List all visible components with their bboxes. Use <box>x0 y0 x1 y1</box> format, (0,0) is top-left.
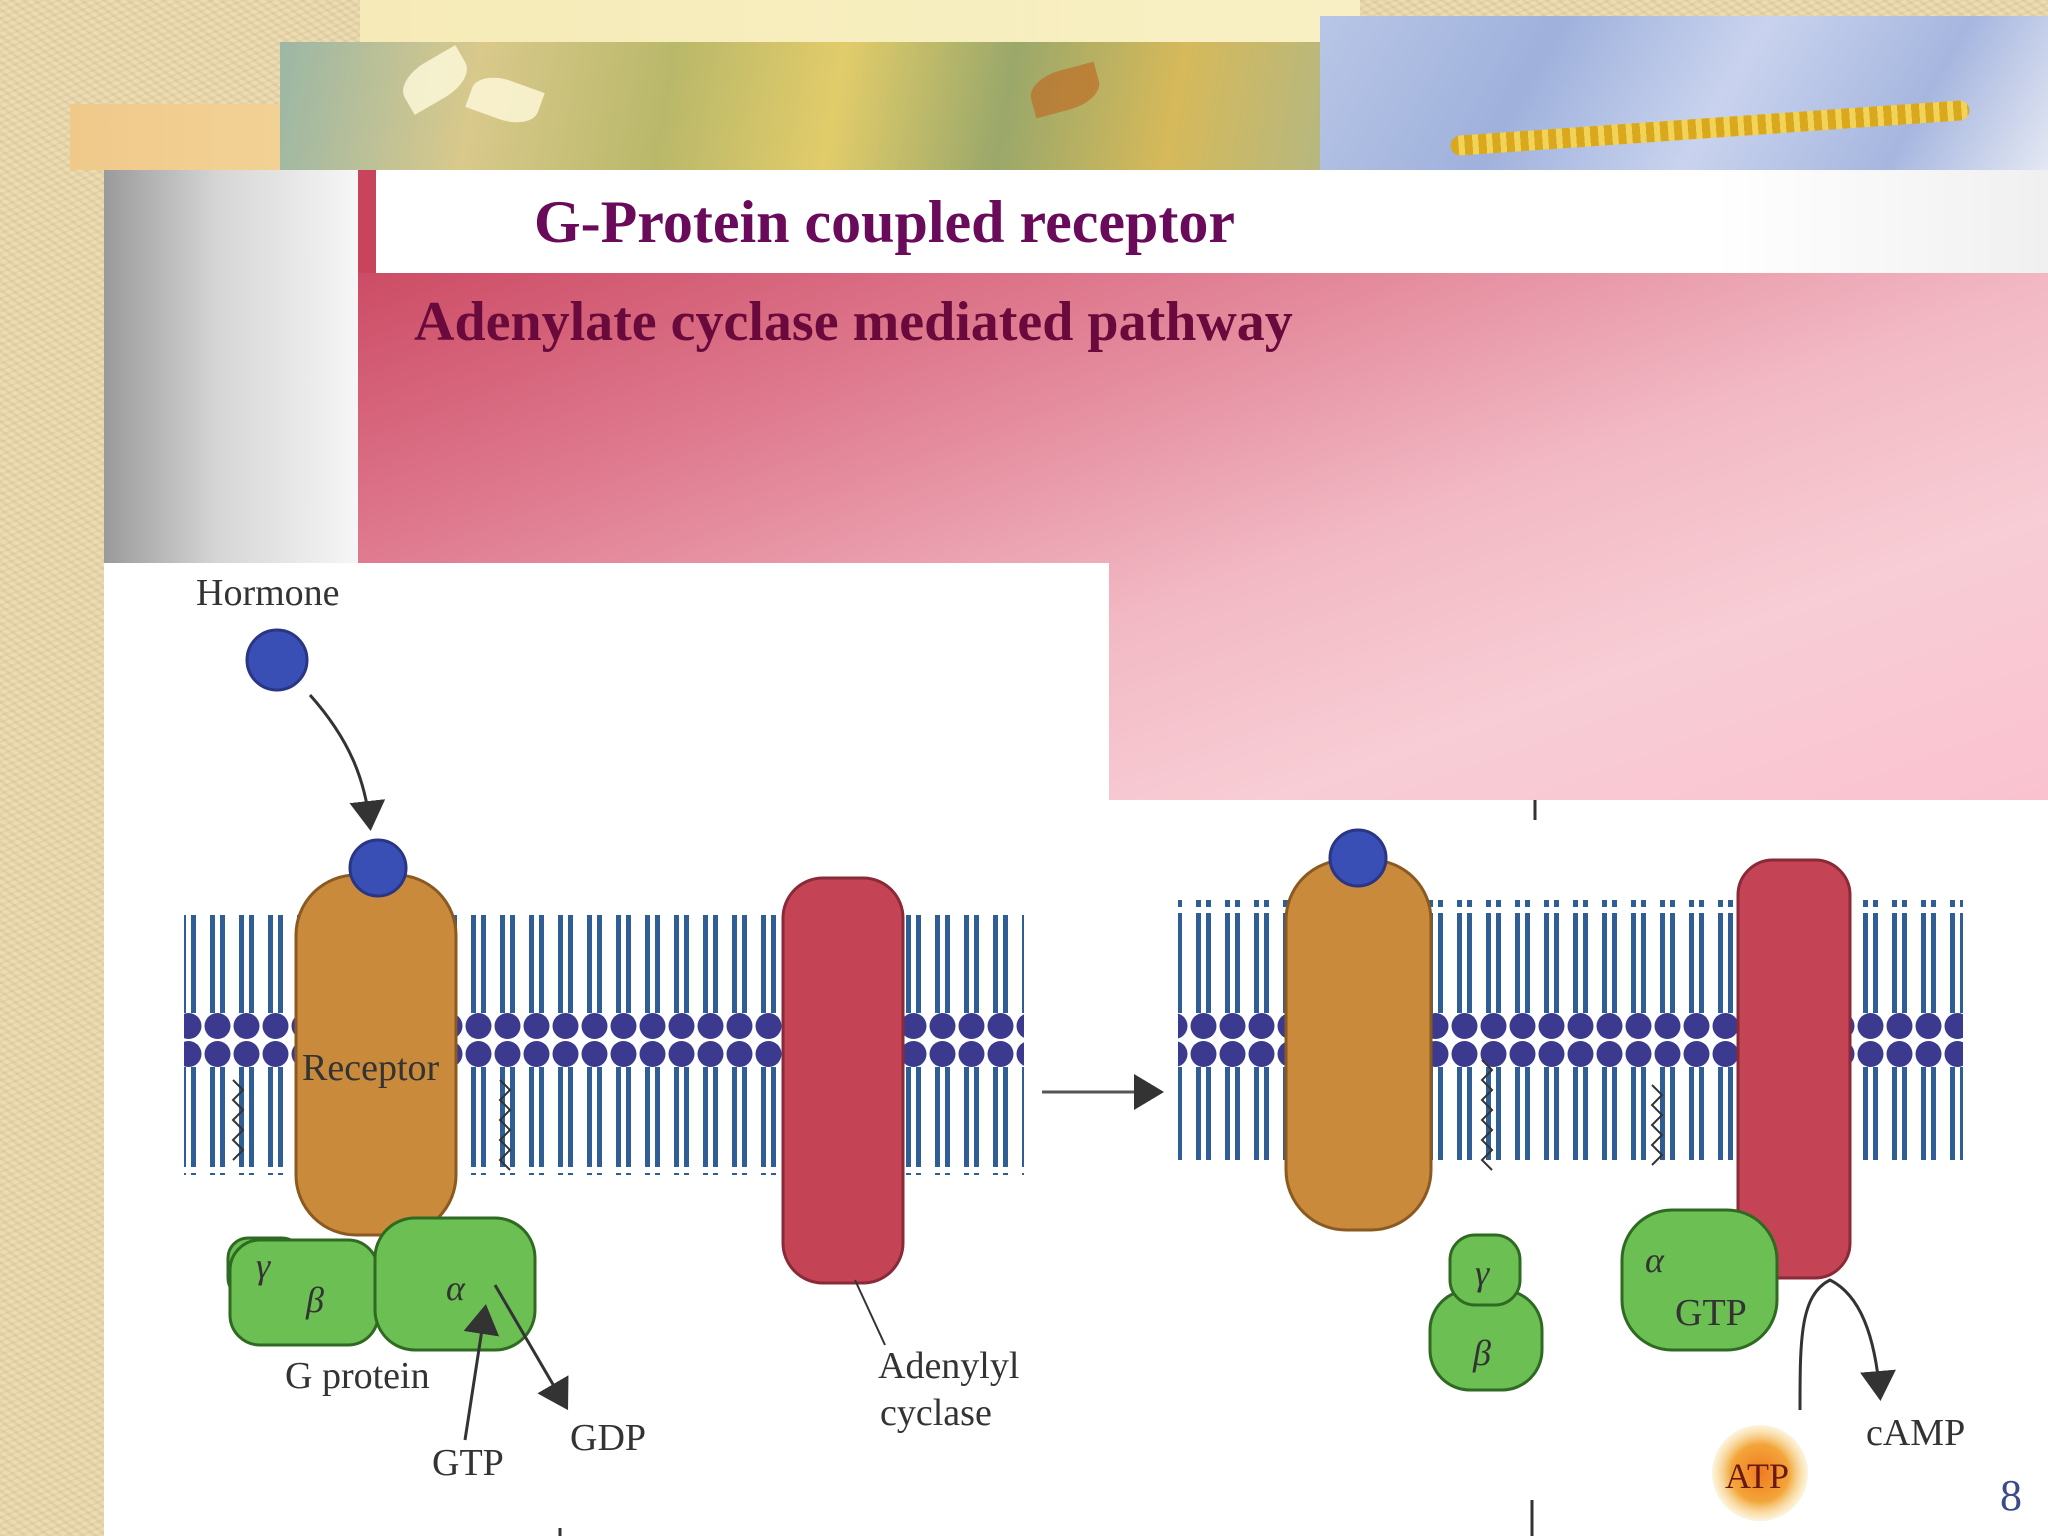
slide-subtitle: Adenylate cyclase mediated pathway <box>414 291 1293 353</box>
beta-label-left: β <box>305 1280 324 1320</box>
g-protein-gamma-right <box>1448 1233 1522 1307</box>
gray-gradient-bar <box>104 170 358 563</box>
atp-label: ATP <box>1725 1456 1789 1496</box>
gtp-label-left: GTP <box>432 1442 504 1484</box>
red-accent-bar <box>358 170 376 273</box>
cyclase-label: cyclase <box>880 1392 992 1434</box>
adenylyl-pointer <box>854 1279 886 1346</box>
receptor-label: Receptor <box>302 1047 440 1089</box>
gdp-label: GDP <box>570 1417 646 1459</box>
gtp-label-right: GTP <box>1675 1292 1747 1334</box>
g-protein-beta-left <box>228 1238 380 1347</box>
gamma-label-right: γ <box>1475 1253 1490 1293</box>
camp-conversion-arrow <box>1798 1278 1896 1411</box>
g-protein-label: G protein <box>285 1355 430 1397</box>
slide-title: G-Protein coupled receptor <box>534 189 1235 255</box>
gdp-arrow <box>493 1284 569 1411</box>
adenylyl-label: Adenylyl <box>878 1345 1019 1387</box>
page-number: 8 <box>2000 1471 2022 1520</box>
g-protein-alpha-right <box>1620 1208 1779 1352</box>
atp-molecule <box>1712 1425 1808 1521</box>
gtp-arrow <box>463 1304 500 1441</box>
title-bar <box>376 170 2048 273</box>
decorative-banner <box>70 0 2048 170</box>
alpha-label-right: α <box>1645 1240 1665 1280</box>
hormone-bound-left <box>348 838 408 898</box>
hormone-label: Hormone <box>196 572 340 614</box>
alpha-label-left: α <box>446 1268 466 1308</box>
hormone-arrow <box>308 694 386 831</box>
gamma-label-left: γ <box>256 1246 271 1286</box>
lipid-anchor-gamma <box>231 1079 245 1161</box>
camp-label: cAMP <box>1866 1412 1965 1454</box>
adenylyl-cyclase-right <box>1736 858 1852 1280</box>
receptor-right <box>1284 858 1433 1232</box>
lipid-anchor-alpha <box>498 1079 512 1171</box>
beta-label-right: β <box>1472 1333 1491 1373</box>
hormone-molecule <box>245 628 309 692</box>
hormone-bound-right <box>1328 828 1388 888</box>
adenylyl-cyclase-left <box>781 876 905 1285</box>
lipid-anchor-alpha-right <box>1650 1084 1664 1166</box>
lipid-anchor-gamma-right <box>1480 1059 1494 1171</box>
